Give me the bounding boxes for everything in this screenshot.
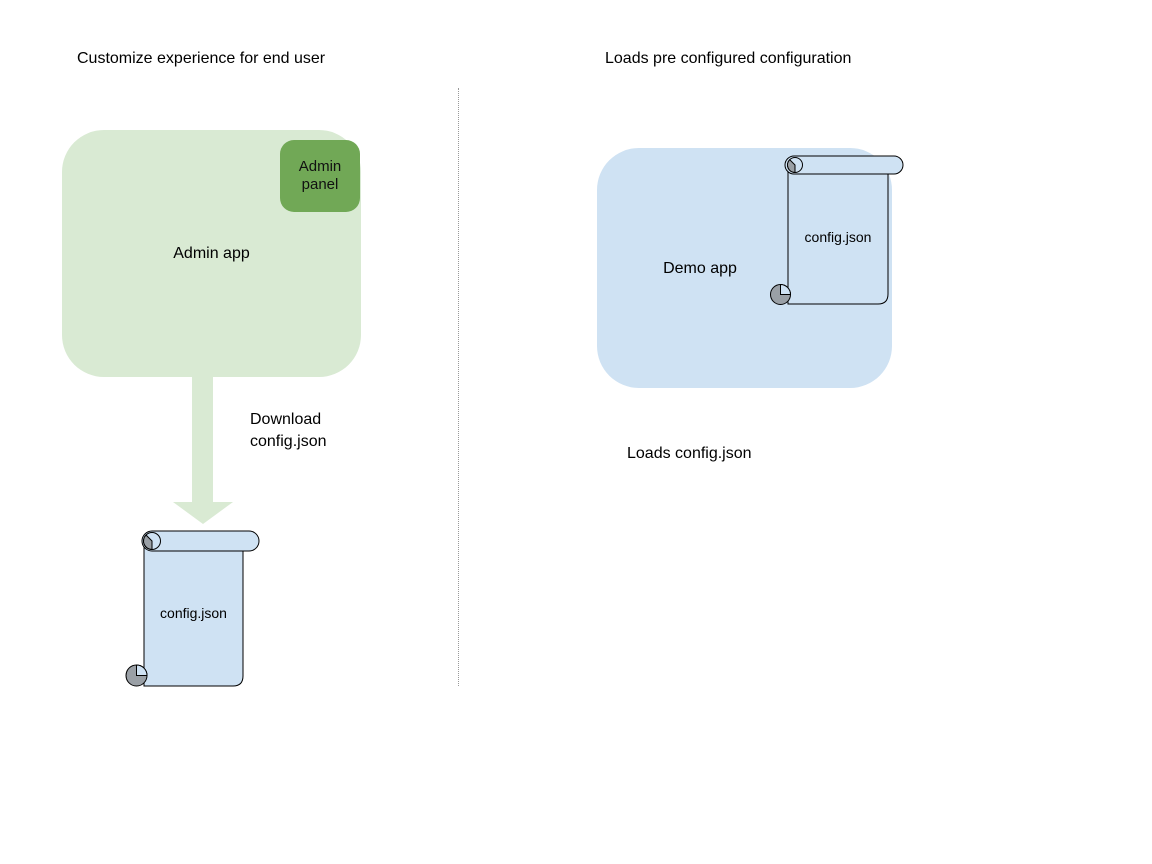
config-json-scroll-left-icon: config.json <box>125 530 260 687</box>
demo-app-label: Demo app <box>663 260 737 277</box>
download-arrow-label: Download config.json <box>250 411 327 450</box>
config-json-scroll-right-icon: config.json <box>770 155 904 305</box>
download-arrow-icon <box>173 377 233 524</box>
section-divider <box>458 88 459 686</box>
admin-app-label: Admin app <box>173 244 250 262</box>
admin-panel-label: Admin panel <box>298 158 342 193</box>
loads-config-caption: Loads config.json <box>627 445 752 462</box>
config-json-label-left: config.json <box>160 605 227 621</box>
admin-panel-box: Admin panel <box>280 140 360 212</box>
right-section-title: Loads pre configured configuration <box>605 50 852 67</box>
config-json-label-right: config.json <box>805 229 872 245</box>
left-section-title: Customize experience for end user <box>77 50 326 67</box>
